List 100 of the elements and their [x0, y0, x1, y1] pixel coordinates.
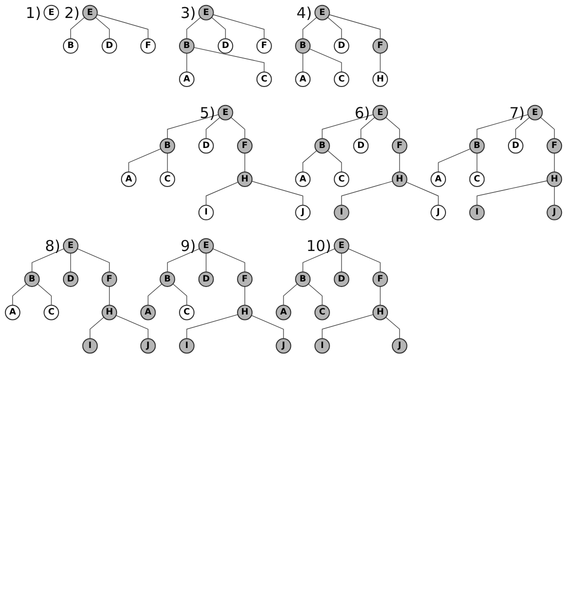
connector [95, 17, 110, 40]
connector [380, 286, 381, 306]
step-number: 4) [296, 4, 312, 22]
connector [128, 148, 162, 172]
node-circle: D [218, 38, 234, 54]
node-circle: J [430, 204, 446, 220]
step-number: 2) [64, 4, 80, 22]
step-number: 9) [180, 236, 196, 255]
step-number: 10) [306, 236, 332, 255]
connector [212, 248, 246, 272]
node-circle: F [140, 38, 156, 54]
connector [206, 117, 220, 139]
connector [309, 48, 342, 72]
connector [380, 52, 381, 72]
node-circle: H [546, 171, 562, 187]
connector [385, 316, 400, 339]
node-circle: A [4, 304, 20, 320]
connector [70, 252, 71, 272]
connector [476, 114, 528, 139]
step-number: 3) [180, 4, 196, 22]
connector [212, 14, 264, 40]
step-number: 7) [509, 104, 525, 122]
connector [211, 17, 226, 40]
node-circle: H [102, 304, 118, 320]
node-circle: F [372, 38, 388, 54]
connector [554, 152, 555, 172]
node-circle: A [276, 304, 292, 320]
node-circle: J [276, 338, 292, 354]
connector [194, 47, 264, 72]
node-circle: I [334, 204, 350, 220]
connector [302, 248, 336, 272]
connector [230, 117, 246, 139]
node-circle: A [430, 171, 446, 187]
node-circle: J [546, 204, 562, 220]
connector [476, 152, 478, 172]
connector [322, 114, 374, 139]
node-circle: C [334, 72, 350, 88]
node-circle: E [62, 238, 78, 254]
node-circle: A [295, 171, 311, 187]
connector [438, 148, 471, 172]
node-circle: D [102, 38, 118, 54]
node-circle: I [82, 338, 98, 354]
connector [283, 284, 298, 306]
node-circle: C [334, 171, 350, 187]
node-circle: I [179, 338, 195, 354]
node-circle: E [218, 104, 234, 120]
step-number: 1) [26, 4, 42, 22]
connector [322, 314, 374, 339]
node-circle: E [198, 238, 214, 254]
node-circle: B [179, 38, 195, 54]
connector [32, 248, 64, 272]
node-circle: E [82, 4, 98, 20]
connector [70, 17, 85, 40]
connector [96, 14, 148, 40]
node-circle: D [508, 138, 524, 154]
connector [328, 14, 381, 40]
node-circle: A [140, 304, 156, 320]
connector [77, 248, 110, 272]
node-circle: E [372, 104, 388, 120]
connector [341, 252, 342, 272]
node-circle: D [334, 38, 350, 54]
node-circle: D [198, 271, 214, 287]
node-circle: B [24, 271, 40, 287]
node-circle: E [44, 4, 60, 20]
node-circle: E [198, 4, 214, 20]
node-circle: I [314, 338, 330, 354]
connector [385, 117, 400, 139]
step-number: 8) [45, 236, 60, 255]
connector [327, 17, 342, 40]
connector [109, 286, 110, 306]
connector [186, 52, 188, 72]
connector [302, 150, 318, 172]
connector [341, 180, 393, 206]
step-number: 5) [200, 104, 216, 122]
connector [90, 316, 104, 339]
connector [360, 117, 376, 139]
connector [12, 284, 27, 306]
node-circle: F [372, 271, 388, 287]
node-circle: E [314, 4, 330, 20]
node-circle: C [160, 171, 176, 187]
node-circle: C [469, 171, 485, 187]
node-circle: B [295, 271, 311, 287]
connector [167, 114, 219, 139]
node-circle: D [198, 138, 214, 154]
connector [244, 152, 246, 172]
node-circle: I [469, 204, 485, 220]
node-circle: B [62, 38, 78, 54]
node-circle: B [314, 138, 330, 154]
node-circle: D [353, 138, 369, 154]
connector [302, 17, 318, 40]
node-circle: J [295, 204, 311, 220]
connector [406, 182, 439, 206]
step-number: 6) [354, 104, 370, 122]
connector [251, 180, 304, 206]
node-circle: J [140, 338, 156, 354]
node-circle: E [527, 104, 543, 120]
node-circle: D [334, 271, 350, 287]
connector [186, 17, 201, 40]
node-circle: F [102, 271, 118, 287]
node-circle: B [295, 38, 311, 54]
